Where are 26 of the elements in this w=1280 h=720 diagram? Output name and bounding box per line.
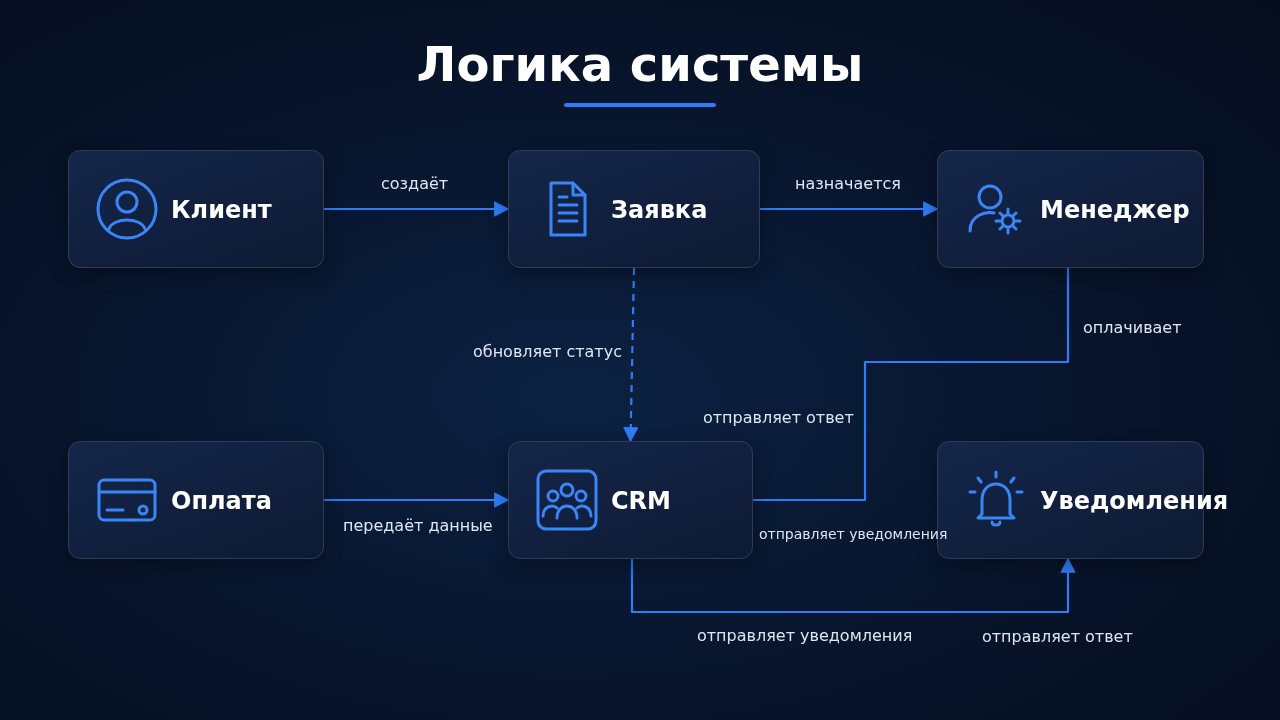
note-text: отправляет ответ — [981, 627, 1134, 647]
edge-label: назначается — [794, 174, 902, 194]
process-box — [68, 150, 324, 268]
arrow — [324, 492, 510, 508]
node-label: CRM — [611, 486, 671, 517]
node-label: Клиент — [171, 195, 272, 226]
process-box — [508, 441, 753, 559]
arrow — [623, 267, 639, 443]
note-text: оплачивает — [1082, 318, 1183, 338]
edge-label: отправляет уведомления — [696, 626, 914, 646]
title: Логика системы — [416, 35, 864, 94]
process-box — [937, 150, 1204, 268]
node-label: Менеджер — [1040, 195, 1190, 226]
edge-label: обновляет статус — [472, 342, 623, 362]
node-label: Уведомления — [1040, 486, 1229, 517]
edge-label: отправляет ответ — [702, 408, 855, 428]
arrow — [630, 557, 1076, 614]
note-text: отправляет уведомления — [758, 525, 949, 544]
process-box — [508, 150, 760, 268]
edge-label: передаёт данные — [342, 516, 494, 536]
node-label: Оплата — [171, 486, 272, 517]
arrow — [324, 201, 510, 217]
node-label: Заявка — [611, 195, 708, 226]
edge-label: создаёт — [380, 174, 450, 194]
process-box — [68, 441, 324, 559]
arrow — [760, 201, 939, 217]
